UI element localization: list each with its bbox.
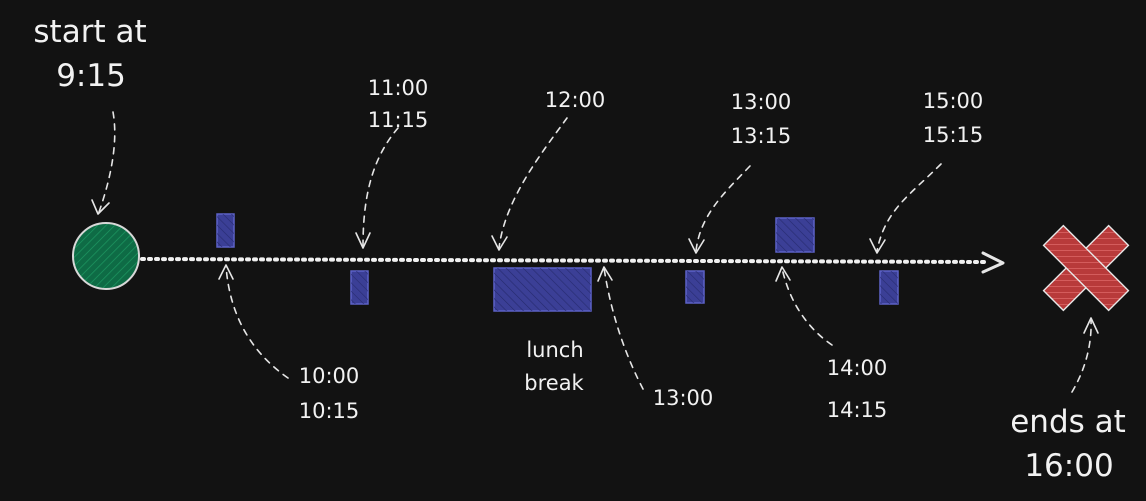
arrow-14-00 <box>775 266 833 346</box>
start-label-time: 9:15 <box>56 58 126 94</box>
timeline-arrowhead <box>981 251 1005 274</box>
end-label-line1: ends at <box>1010 404 1126 440</box>
break-block-14-00 <box>775 217 815 253</box>
arrow-13-00-bottom <box>597 266 644 390</box>
label-11-15: 11:15 <box>368 108 429 132</box>
label-15-00: 15:00 <box>923 89 984 113</box>
end-label-time: 16:00 <box>1024 448 1113 484</box>
arrow-11-00 <box>355 127 399 249</box>
arrow-start <box>91 111 116 215</box>
label-11-00: 11:00 <box>368 76 429 100</box>
arrow-13-00-top <box>688 165 751 254</box>
label-13-15: 13:15 <box>731 124 792 148</box>
label-14-15: 14:15 <box>827 398 888 422</box>
break-block-10-00 <box>216 213 235 248</box>
break-block-11-00 <box>350 270 369 305</box>
arrow-15-00 <box>869 163 942 254</box>
label-10-00: 10:00 <box>299 364 360 388</box>
arrow-10-00 <box>218 264 289 379</box>
label-10-15: 10:15 <box>299 399 360 423</box>
break-block-15-00 <box>879 270 899 305</box>
lunch-break-block <box>493 267 592 312</box>
arrow-12-00 <box>491 117 568 251</box>
end-marker <box>1042 224 1130 312</box>
timeline-line <box>140 257 987 264</box>
label-12-00: 12:00 <box>545 88 606 112</box>
label-14-00: 14:00 <box>827 356 888 380</box>
label-13-00-top: 13:00 <box>731 90 792 114</box>
arrow-end <box>1071 317 1099 393</box>
label-15-15: 15:15 <box>923 123 984 147</box>
lunch-label-line2: break <box>524 371 584 395</box>
start-marker <box>72 222 140 290</box>
lunch-label-line1: lunch <box>526 338 583 362</box>
break-block-13-00 <box>685 270 705 304</box>
label-13-00-bottom: 13:00 <box>653 386 714 410</box>
start-label-line1: start at <box>33 14 146 50</box>
